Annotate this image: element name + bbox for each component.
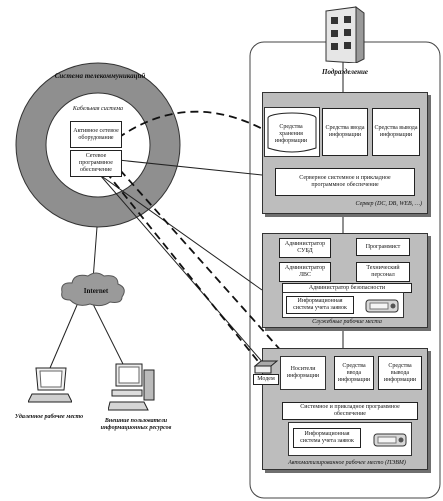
ws-input: Средства ввода информации (334, 356, 374, 390)
staff-caption: Служебные рабочие места (312, 319, 382, 325)
line-internet-external (89, 297, 126, 369)
network-software-box: Сетевое программное обеспечение (70, 150, 122, 177)
laptop-icon (28, 366, 72, 406)
keyboard-icon (364, 294, 400, 316)
ws-modem: Модем (253, 374, 279, 385)
active-equipment-box: Активное сетевое оборудование (70, 121, 122, 148)
ws-keyboard-icon (372, 428, 408, 450)
cable-title: Кабельная система (72, 106, 124, 112)
internet-cloud-icon (58, 270, 128, 310)
staff-programmer: Программист (356, 238, 410, 256)
internet-label: Internet (83, 287, 109, 295)
building-icon (320, 5, 366, 63)
database-icon (266, 112, 318, 154)
telecom-title: Система телекоммуникаций (54, 72, 146, 80)
server-output: Средства вывода информации (372, 108, 420, 156)
server-caption: Сервер (DC, DB, WEB, …) (355, 201, 422, 207)
modem-icon (253, 360, 279, 374)
line-internet-remote (49, 297, 81, 369)
line-cable-server (117, 159, 263, 176)
dashed-channel-right (119, 169, 301, 373)
desktop-pc-icon (108, 362, 156, 414)
server-input: Средства ввода информации (322, 108, 368, 156)
ws-media: Носители информации (283, 358, 323, 388)
line-cable-staff (99, 174, 263, 291)
remote-label: Удаленное рабочее место (14, 414, 84, 420)
line-cable-modem (99, 174, 266, 366)
dashed-channel-top (117, 110, 271, 139)
external-label: Внешние пользователи информационных ресу… (100, 418, 172, 431)
ws-info-system: Информационная система учета заявок (293, 428, 361, 448)
line-internet-ring (92, 226, 98, 281)
server-software: Серверное системное и прикладное програм… (275, 168, 415, 196)
staff-info-system: Информационная система учета заявок (286, 296, 354, 314)
dashed-channel-left (105, 171, 266, 371)
ws-software: Системное и прикладное программное обесп… (282, 402, 418, 420)
staff-dba: Администратор СУБД (279, 238, 331, 258)
server-storage: Средства хранения информации (274, 124, 308, 144)
staff-lan-admin: Администратор ЛВС (279, 262, 331, 282)
ws-output: Средства вывода информации (378, 356, 422, 390)
subdivision-title: Подразделение (322, 68, 368, 76)
ws-caption: Автоматизированное рабочее место (ПЭВМ) (288, 460, 406, 466)
staff-tech: Технический персонал (356, 262, 410, 282)
